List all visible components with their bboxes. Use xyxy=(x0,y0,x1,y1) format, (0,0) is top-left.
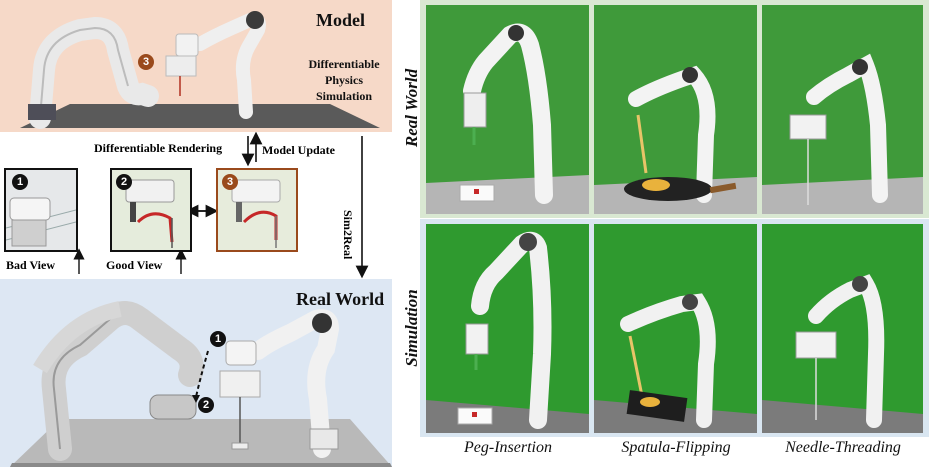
model-panel: 3 Model Differentiable Physics Simulatio… xyxy=(0,0,392,132)
model-subtitle-line2: Physics xyxy=(324,73,363,87)
task-label-needle-threading: Needle-Threading xyxy=(785,439,901,456)
tile-sim-peg-insertion xyxy=(426,224,589,433)
real-world-illustration xyxy=(10,301,392,467)
sim-peg-insertion-scene xyxy=(426,224,589,433)
tile-real-needle-threading xyxy=(762,5,923,214)
real-world-badge-2: 2 xyxy=(198,397,214,413)
step-3-badge: 3 xyxy=(138,54,154,70)
flow-arrows xyxy=(73,132,369,279)
bad-view-badge: 1 xyxy=(12,174,28,190)
good-view-box: 2 xyxy=(110,168,192,252)
tile-sim-spatula-flipping xyxy=(594,224,757,433)
sim-spatula-flipping-scene xyxy=(594,224,757,433)
bad-view-illustration xyxy=(6,170,76,250)
model-title: Model xyxy=(316,10,365,30)
simulated-view-box: 3 xyxy=(216,168,298,252)
model-subtitle-line1: Differentiable xyxy=(308,57,380,71)
task-label-spatula-flipping: Spatula-Flipping xyxy=(621,439,731,456)
model-subtitle: Differentiable Physics Simulation xyxy=(298,56,390,104)
bad-view-label: Bad View xyxy=(6,258,56,272)
real-world-badge-1: 1 xyxy=(210,331,226,347)
real-needle-threading-scene xyxy=(762,5,923,214)
task-label-peg-insertion: Peg-Insertion xyxy=(464,439,552,456)
row-label-real-world: Real World xyxy=(402,68,421,148)
model-subtitle-line3: Simulation xyxy=(315,89,372,103)
real-world-panel: Real World 1 2 xyxy=(0,279,392,467)
row-label-simulation: Simulation xyxy=(402,289,421,367)
real-world-title: Real World xyxy=(296,289,385,309)
tile-real-spatula-flipping xyxy=(594,5,757,214)
real-peg-insertion-scene xyxy=(426,5,589,214)
differentiable-rendering-label: Differentiable Rendering xyxy=(94,141,223,155)
tile-sim-needle-threading xyxy=(762,224,923,433)
simulated-view-badge: 3 xyxy=(222,174,238,190)
real-spatula-flipping-scene xyxy=(594,5,757,214)
model-update-label: Model Update xyxy=(262,143,335,157)
good-view-label: Good View xyxy=(106,258,163,272)
good-view-badge: 2 xyxy=(116,174,132,190)
bad-view-box: 1 xyxy=(4,168,78,252)
sim-needle-threading-scene xyxy=(762,224,923,433)
model-panel-illustration xyxy=(20,11,380,129)
tile-real-peg-insertion xyxy=(426,5,589,214)
sim2real-label: Sim2Real xyxy=(341,210,355,260)
